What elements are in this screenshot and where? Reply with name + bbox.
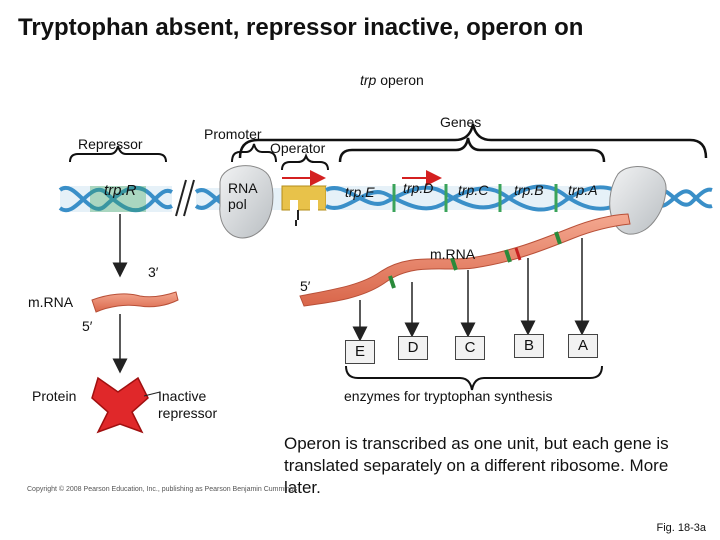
copyright-text: Copyright © 2008 Pearson Education, Inc.… xyxy=(27,486,298,493)
gene-label-trpA: trp.A xyxy=(568,182,598,198)
gene-label-trpD: trp.D xyxy=(403,180,434,196)
five-prime-left-label: 5′ xyxy=(82,318,93,334)
protein-B: B xyxy=(514,334,544,358)
protein-C: C xyxy=(455,336,485,360)
protein-label: Protein xyxy=(32,388,77,404)
mrna-operon-strand xyxy=(299,213,631,307)
promoter-brace xyxy=(231,143,277,163)
rna-polymerase-promoter xyxy=(219,165,274,239)
protein-A: A xyxy=(568,334,598,358)
trp-operon-label: trp operon xyxy=(360,72,424,88)
operator-dna xyxy=(281,185,327,220)
gene-label-trpC: trp.C xyxy=(458,182,489,198)
figure-label: Fig. 18-3a xyxy=(656,522,706,534)
operator-label: Operator xyxy=(270,140,326,156)
genes-brace xyxy=(338,137,606,163)
five-prime-right-label: 5′ xyxy=(300,278,311,294)
enzymes-label: enzymes for tryptophan synthesis xyxy=(344,388,553,404)
genes-label: Genes xyxy=(440,114,482,130)
three-prime-label: 3′ xyxy=(148,264,159,280)
gene-label-trpE: trp.E xyxy=(345,184,375,200)
repressor-label: Repressor xyxy=(78,136,143,152)
protein-E: E xyxy=(345,340,375,364)
dna-helix-left xyxy=(58,185,173,213)
inactive-repressor-shape xyxy=(91,376,149,434)
operon-brace xyxy=(238,123,708,159)
page-title: Tryptophan absent, repressor inactive, o… xyxy=(18,14,584,41)
mrna-right-label: m.RNA xyxy=(430,246,476,262)
gene-label-trpB: trp.B xyxy=(514,182,544,198)
repressor-brace xyxy=(69,145,167,163)
operator-brace xyxy=(281,152,329,171)
mrna-repressor-strand xyxy=(91,291,179,313)
explanatory-note: Operon is transcribed as one unit, but e… xyxy=(284,434,669,497)
protein-D: D xyxy=(398,336,428,360)
trpR-label: trp.R xyxy=(104,182,137,199)
enzymes-brace xyxy=(345,365,603,391)
promoter-label: Promoter xyxy=(204,126,262,142)
mrna-gene-boundaries xyxy=(388,231,562,289)
dna-helix-genes xyxy=(325,184,657,212)
mrna-left-label: m.RNA xyxy=(28,294,74,310)
